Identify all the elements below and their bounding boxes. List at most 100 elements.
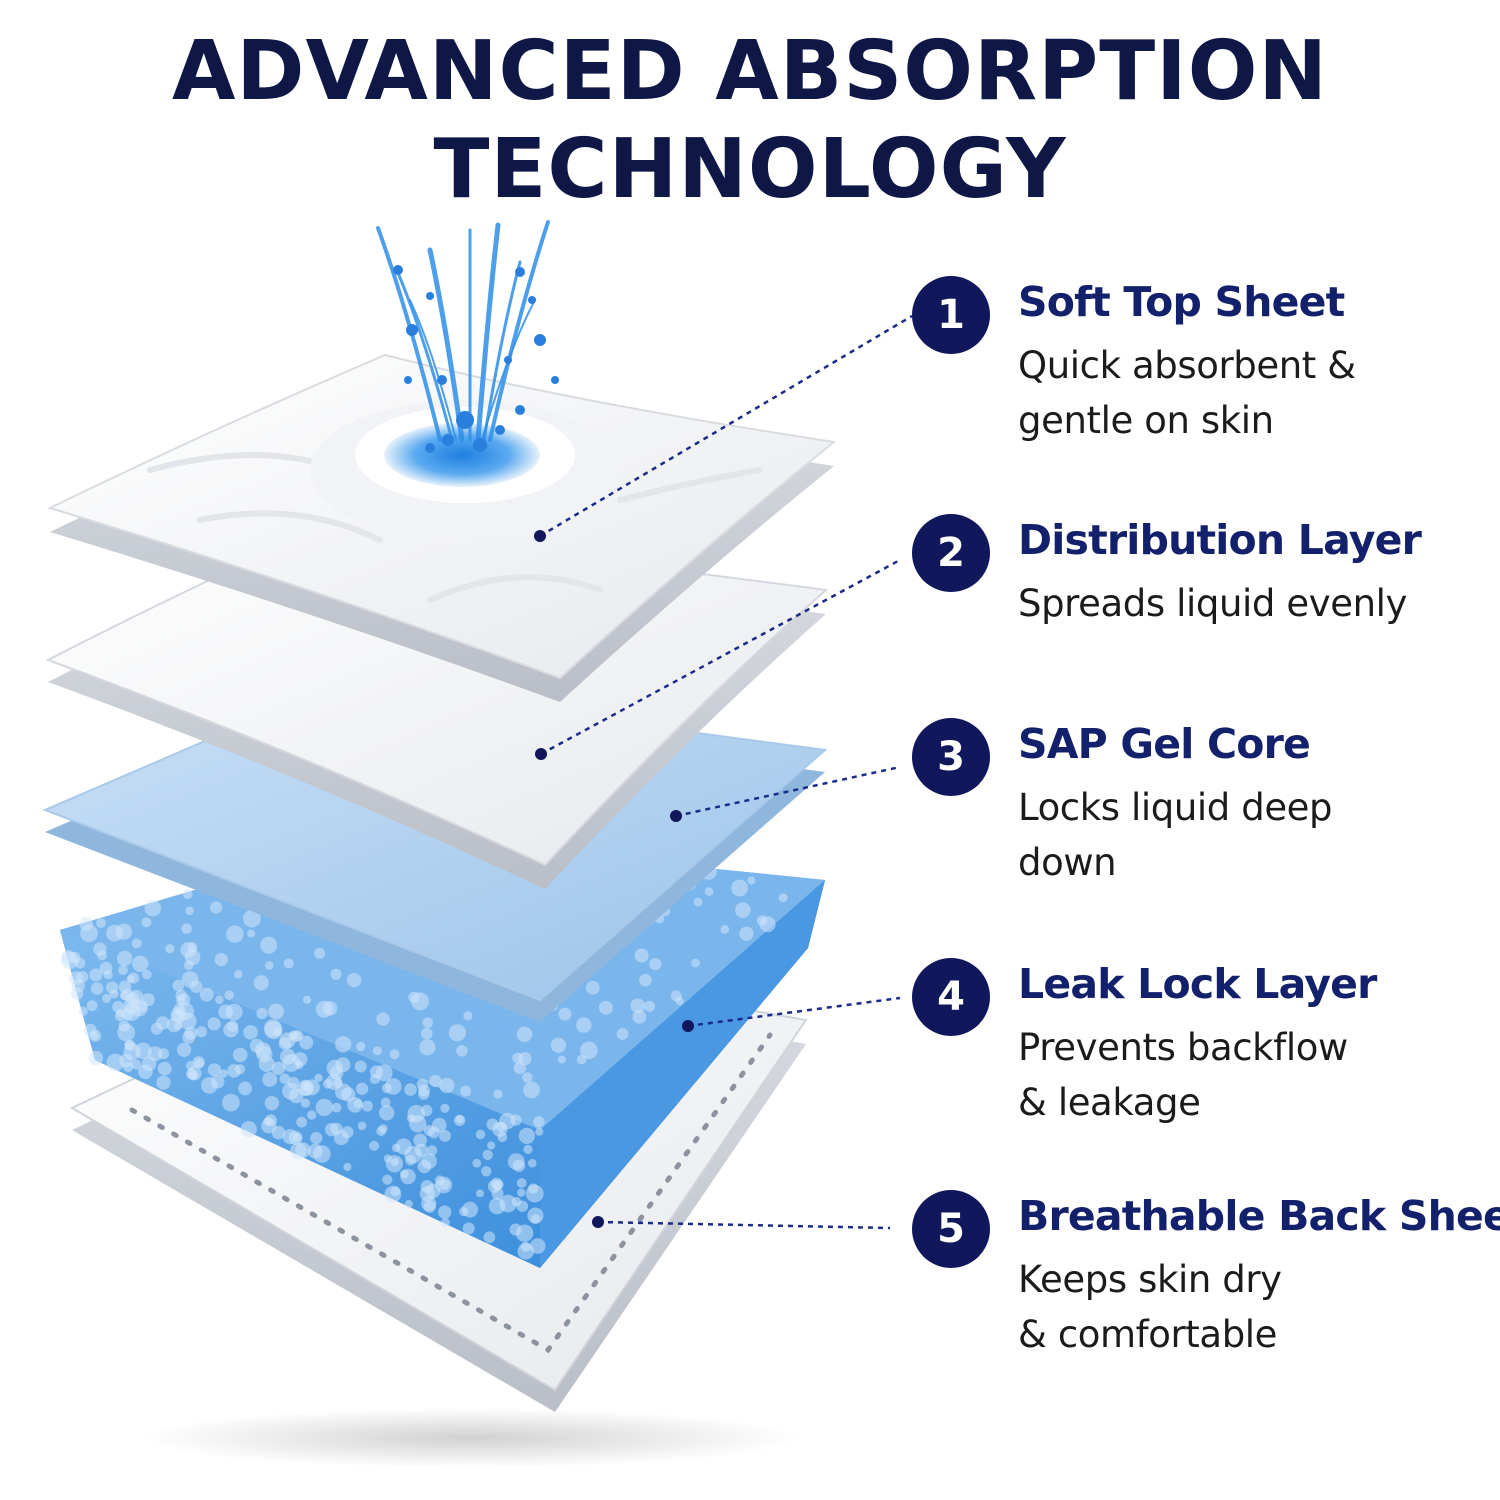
gel-bead — [116, 950, 133, 967]
gel-bead — [453, 1114, 466, 1127]
gel-bead — [421, 1153, 437, 1169]
gel-bead — [419, 1039, 436, 1056]
gel-bead — [440, 1103, 450, 1113]
gel-bead — [97, 950, 107, 961]
gel-bead — [144, 900, 161, 917]
gel-bead — [518, 1127, 536, 1144]
gel-bead — [131, 1059, 142, 1070]
leader-line-1 — [539, 314, 913, 538]
gel-bead — [210, 901, 223, 914]
gel-bead — [492, 1121, 508, 1137]
gel-bead — [307, 1110, 317, 1120]
gel-bead — [218, 1004, 234, 1020]
gel-bead — [243, 909, 261, 928]
leader-dots — [534, 530, 694, 1228]
leader-line-2 — [540, 558, 901, 756]
gel-bead — [199, 987, 214, 1002]
gel-bead — [106, 924, 123, 942]
gel-bead — [156, 1075, 171, 1090]
leader-line-3 — [675, 765, 901, 818]
gel-bead — [523, 1144, 533, 1154]
gel-bead — [369, 1140, 380, 1151]
feature-title: Leak Lock Layer — [1018, 960, 1377, 1008]
gel-bead — [517, 1188, 526, 1197]
gel-bead — [643, 1000, 656, 1012]
gel-bead — [382, 1174, 393, 1185]
gel-bead — [518, 1052, 532, 1066]
layer-top-sheet — [47, 353, 837, 702]
gel-bead — [670, 990, 682, 1002]
gel-bead — [361, 1100, 373, 1112]
gel-bead — [141, 1056, 157, 1072]
gel-bead — [585, 980, 600, 995]
gel-bead — [177, 993, 191, 1006]
gel-bead — [335, 1036, 352, 1053]
gel-bead — [429, 1074, 442, 1088]
feature-description: Prevents backflow& leakage — [1018, 1026, 1348, 1124]
gel-bead — [487, 1179, 502, 1193]
gel-bead — [634, 948, 649, 963]
gel-bead — [207, 1017, 221, 1031]
gel-bead — [142, 993, 155, 1007]
gel-bead — [103, 970, 113, 980]
gel-bead — [507, 1153, 525, 1170]
gel-bead — [187, 942, 198, 953]
gel-bead — [288, 1088, 304, 1104]
number-badge: 1 — [912, 276, 990, 354]
gel-bead — [232, 1047, 248, 1063]
gel-bead — [240, 1121, 257, 1138]
water-droplet — [406, 324, 418, 336]
leader-line-5 — [597, 1220, 891, 1230]
water-droplet — [515, 267, 525, 277]
floor-shadow — [140, 1408, 800, 1468]
gel-bead — [214, 953, 228, 967]
water-jet — [482, 260, 522, 442]
gel-bead — [515, 1224, 534, 1242]
gel-bead — [462, 1201, 478, 1218]
gel-bead — [390, 1186, 401, 1197]
gel-bead — [731, 879, 748, 897]
gel-bead — [525, 1184, 544, 1203]
gel-bead — [141, 917, 152, 928]
gel-bead — [256, 1007, 268, 1020]
gel-bead — [389, 1049, 400, 1060]
gel-bead — [499, 1194, 517, 1213]
water-droplet — [515, 405, 525, 415]
gel-bead — [264, 1096, 280, 1111]
gel-bead — [482, 1149, 493, 1161]
leader-dot-1 — [534, 530, 546, 542]
gel-bead — [520, 1241, 531, 1252]
water-jet — [376, 226, 442, 442]
gel-bead — [416, 1078, 429, 1091]
gel-bead — [355, 1082, 369, 1096]
gel-bead — [300, 1098, 310, 1108]
gel-bead — [739, 926, 754, 941]
gel-bead — [184, 1026, 198, 1040]
gel-bead — [460, 1085, 472, 1097]
gel-bead — [425, 1183, 441, 1199]
gel-bead — [391, 1143, 401, 1153]
gel-bead — [102, 993, 112, 1004]
gel-bead — [404, 1083, 417, 1096]
gel-bead — [165, 944, 175, 954]
gel-bead — [704, 887, 714, 896]
gel-bead — [157, 1061, 172, 1076]
gel-bead — [109, 989, 119, 999]
leader-dot-5 — [592, 1216, 604, 1228]
gel-bead — [759, 916, 776, 933]
gel-bead — [408, 991, 420, 1003]
feature-title: Breathable Back Sheet — [1018, 1192, 1500, 1240]
gel-bead — [132, 955, 149, 972]
gel-bead — [432, 1117, 447, 1133]
gel-bead — [523, 1081, 540, 1099]
gel-bead — [630, 998, 645, 1014]
number-badge: 4 — [912, 958, 990, 1036]
gel-bead — [422, 1017, 434, 1028]
gel-bead — [260, 936, 278, 954]
gel-bead — [472, 1158, 482, 1168]
gel-bead — [238, 1081, 253, 1096]
gel-bead — [173, 1003, 186, 1016]
gel-bead — [282, 1054, 300, 1072]
